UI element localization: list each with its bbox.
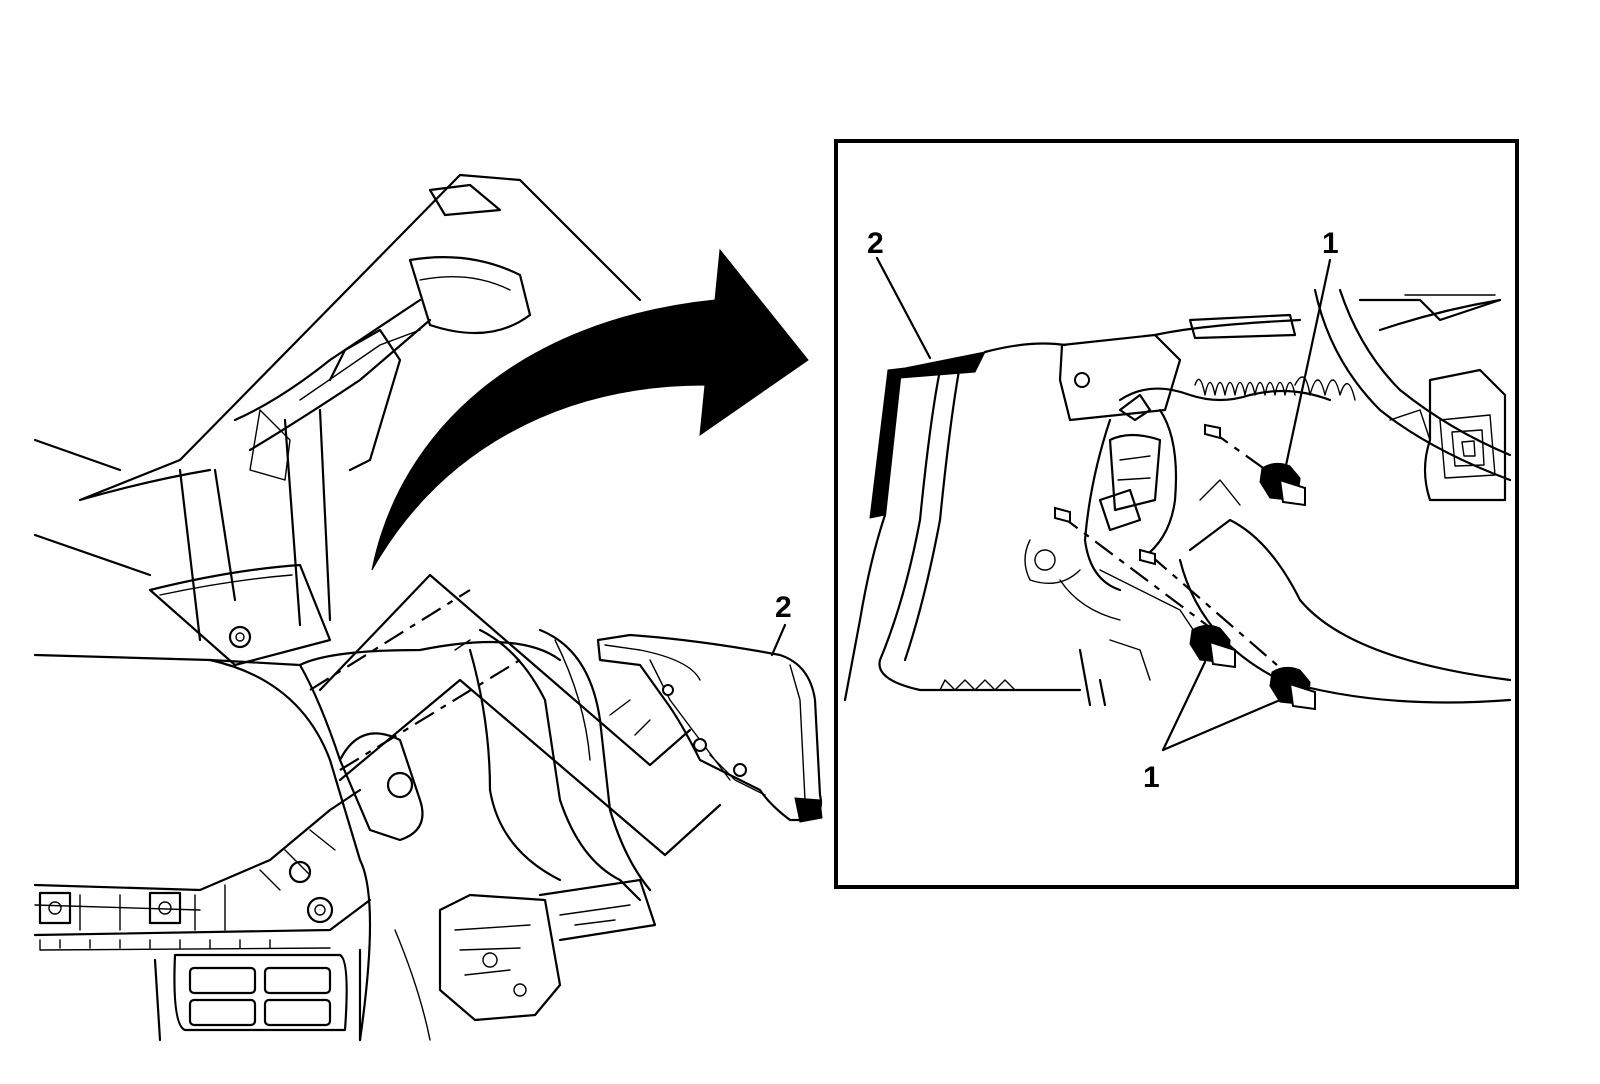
retainer-clip-icon	[1189, 624, 1236, 669]
callout-2-detail: 2	[867, 227, 884, 260]
trim-panel-part	[596, 633, 823, 823]
callout-1-detail-bottom: 1	[1143, 761, 1160, 794]
vehicle-interior-view	[33, 173, 722, 1042]
leader-line-detail-1-top	[1283, 258, 1332, 472]
curved-arrow-icon	[371, 248, 809, 571]
leader-line-detail-1-b	[1161, 698, 1282, 752]
detail-view	[834, 139, 1519, 889]
leader-line-detail-1-a	[1161, 660, 1207, 752]
leader-line-detail-2	[875, 256, 932, 360]
leader-line-main	[770, 623, 787, 657]
callout-2-main: 2	[775, 591, 792, 624]
callout-1-detail-top: 1	[1322, 227, 1339, 260]
retainer-clip-icon	[1259, 462, 1306, 507]
detail-frame	[834, 139, 1519, 889]
retainer-clip-icon	[1269, 666, 1316, 711]
